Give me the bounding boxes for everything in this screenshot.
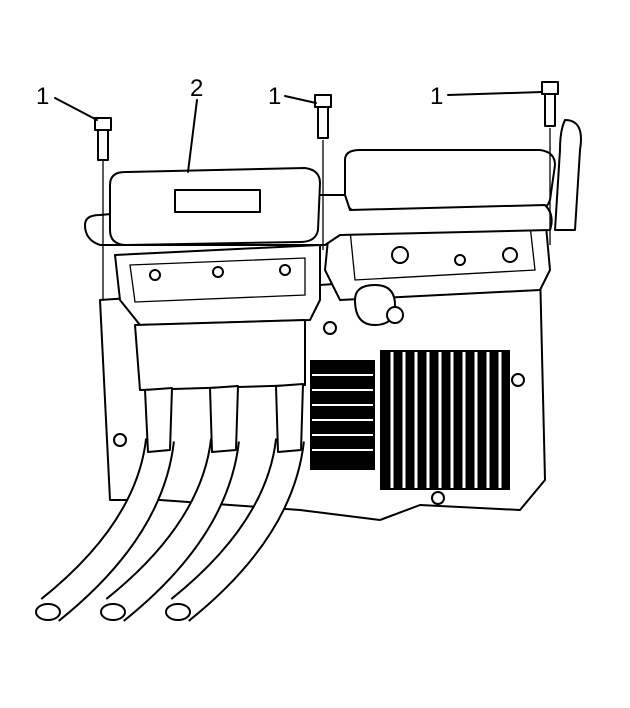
- coolant-hose: [554, 119, 582, 231]
- callout-label: 1: [430, 83, 443, 110]
- cables: [35, 383, 305, 622]
- right-compartment: [324, 214, 551, 326]
- leader-lines: [54, 91, 543, 173]
- module-cover: [109, 167, 321, 246]
- callout-label: 2: [190, 75, 203, 102]
- bolt-right: [541, 81, 559, 245]
- callout-label: 1: [36, 83, 49, 110]
- bolt-left: [94, 117, 112, 300]
- cooling-fins: [310, 350, 510, 490]
- callout-label: 1: [268, 83, 281, 110]
- terminal-box: [114, 244, 321, 391]
